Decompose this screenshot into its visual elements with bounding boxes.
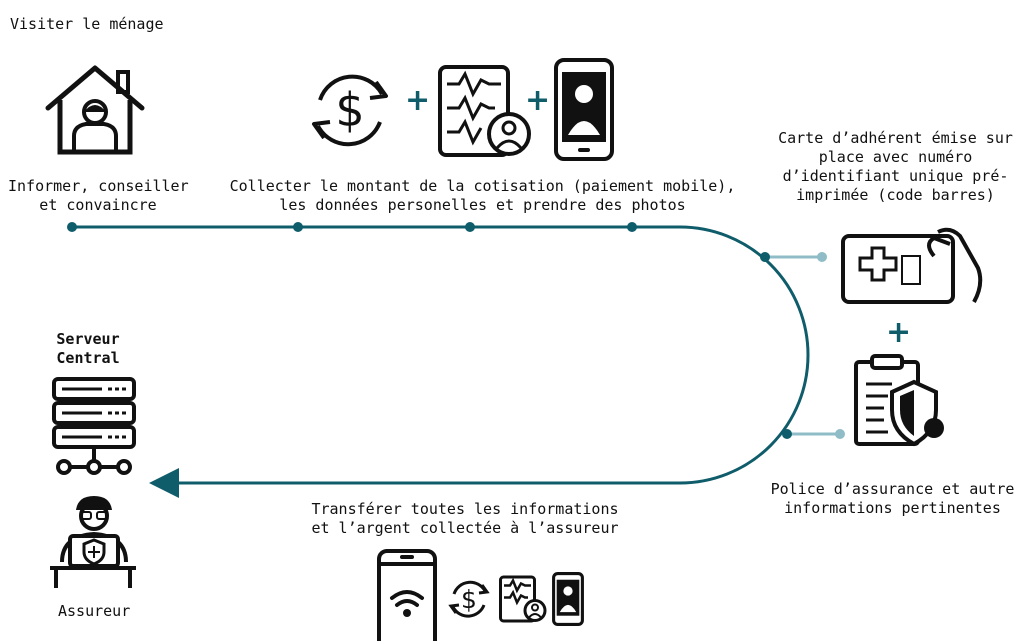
server-icon (52, 377, 136, 475)
card-label: Carte d’adhérent émise sur place avec nu… (778, 129, 1013, 204)
transfer-label: Transférer toutes les informations et l’… (311, 500, 619, 537)
house-person-icon (45, 65, 145, 155)
dollar-cycle-icon: $ (312, 74, 388, 147)
visit-label: Visiter le ménage (10, 15, 164, 33)
insurance-policy-icon (854, 354, 944, 447)
phone-wifi-icon (377, 549, 437, 641)
plus-sign-3: + (886, 315, 912, 350)
flow-path (72, 225, 810, 498)
dollar-sign: $ (335, 83, 364, 137)
dollar-cycle-icon-small: $ (448, 580, 490, 618)
collect-label: Collecter le montant de la cotisation (p… (229, 177, 736, 214)
phone-photo-icon (554, 58, 614, 161)
personal-data-icon (438, 65, 531, 157)
personal-data-icon-small (499, 575, 547, 623)
step-dot-inform (67, 222, 77, 232)
step-dot-collect-1 (293, 222, 303, 232)
inform-label: Informer, conseiller et convaincre (8, 177, 189, 214)
insurer-person-icon (50, 496, 136, 588)
plus-sign-2: + (525, 83, 551, 118)
step-dot-collect-3 (627, 222, 637, 232)
phone-photo-icon-small (552, 572, 584, 626)
policy-label: Police d’assurance et autre informations… (770, 480, 1015, 517)
health-card-hand-icon (841, 227, 983, 304)
plus-sign-1: + (405, 83, 431, 118)
svg-text:$: $ (461, 585, 477, 614)
server-label: Serveur Central (56, 330, 120, 367)
insurer-label: Assureur (58, 602, 131, 620)
step-dot-collect-2 (465, 222, 475, 232)
